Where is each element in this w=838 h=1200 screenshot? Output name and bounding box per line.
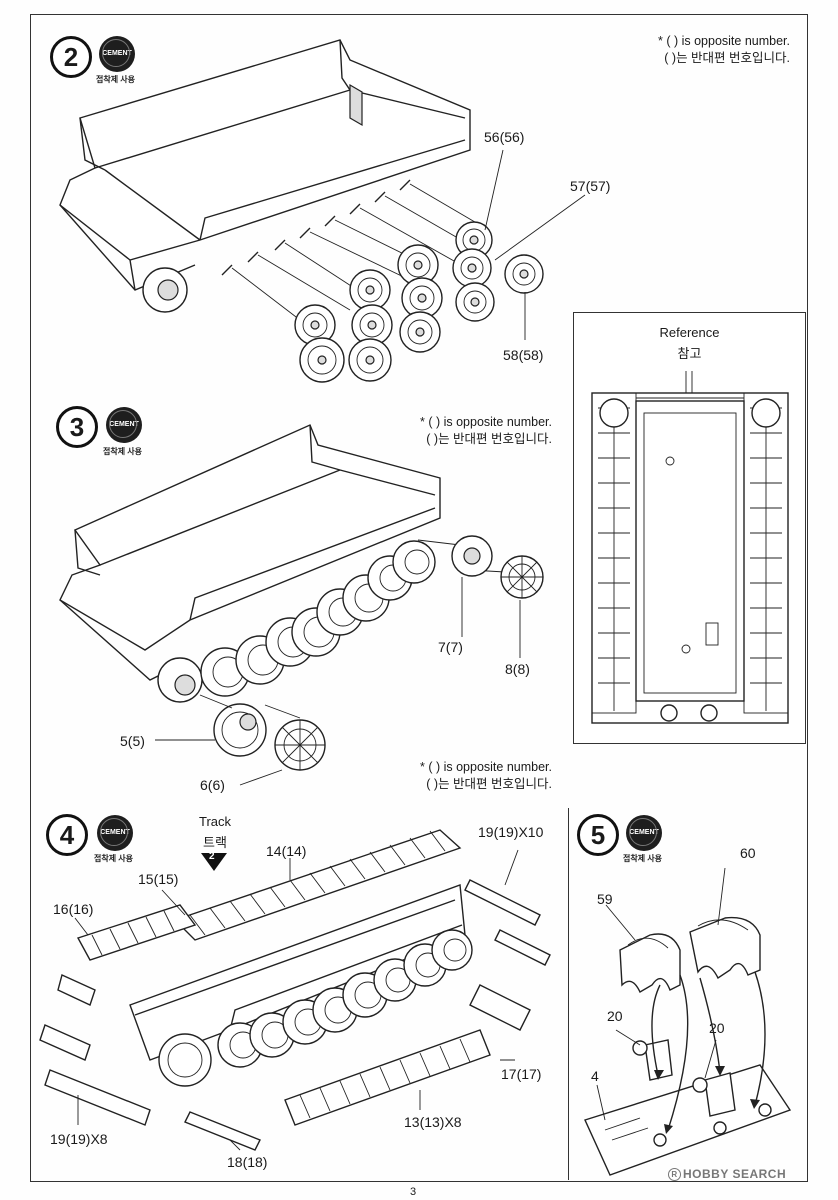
- page-number: 3: [410, 1186, 417, 1198]
- instruction-sheet-border: [30, 14, 808, 1182]
- part-label-13x8: 13(13)X8: [404, 1114, 462, 1130]
- step-4-number: 4: [46, 814, 88, 856]
- part-label-19x10: 19(19)X10: [478, 824, 544, 840]
- part-label-60: 60: [740, 845, 756, 861]
- part-label-8: 8(8): [505, 661, 530, 677]
- part-label-5: 5(5): [120, 733, 145, 749]
- cement-caption: 접착제 사용: [96, 75, 136, 84]
- opposite-number-note: * ( ) is opposite number. ( )는 반대편 번호입니다…: [420, 759, 552, 793]
- cement-icon: CEMENT: [106, 407, 142, 443]
- opposite-note-kr: ( )는 반대편 번호입니다.: [426, 777, 552, 791]
- watermark-text: HOBBY SEARCH: [683, 1167, 787, 1181]
- track-label-en: Track: [198, 814, 232, 829]
- cement-caption: 접착제 사용: [103, 447, 143, 456]
- reference-label-kr: 참고: [677, 346, 702, 361]
- opposite-note-kr: ( )는 반대편 번호입니다.: [426, 432, 552, 446]
- track-label-kr: 트랙: [203, 835, 227, 850]
- cement-icon: CEMENT: [97, 815, 133, 851]
- step-divider: [568, 808, 569, 1180]
- part-label-19x8: 19(19)X8: [50, 1131, 108, 1147]
- part-label-57: 57(57): [570, 178, 611, 194]
- step-3-number: 3: [56, 406, 98, 448]
- part-label-14: 14(14): [266, 843, 307, 859]
- track-ref-arrow-icon: [201, 853, 227, 871]
- part-label-7: 7(7): [438, 639, 463, 655]
- cement-icon: CEMENT: [99, 36, 135, 72]
- reference-hull-topview: [591, 371, 789, 724]
- step-5-number: 5: [577, 814, 619, 856]
- opposite-note-en: * ( ) is opposite number.: [419, 415, 552, 429]
- part-label-18: 18(18): [227, 1154, 268, 1170]
- watermark-logo-icon: R: [668, 1168, 681, 1182]
- part-label-59: 59: [597, 891, 613, 907]
- reference-label-en: Reference: [659, 325, 720, 340]
- step-2-number: 2: [50, 36, 92, 78]
- part-label-20-left: 20: [607, 1008, 623, 1024]
- part-label-4: 4: [591, 1068, 599, 1084]
- cement-icon: CEMENT: [626, 815, 662, 851]
- opposite-note-en: * ( ) is opposite number.: [419, 760, 552, 774]
- part-label-6: 6(6): [200, 777, 225, 793]
- track-ref-number: 2: [209, 851, 215, 862]
- cement-caption: 접착제 사용: [623, 854, 663, 863]
- part-label-58: 58(58): [503, 347, 544, 363]
- part-label-17: 17(17): [501, 1066, 542, 1082]
- part-label-15: 15(15): [138, 871, 179, 887]
- cement-caption: 접착제 사용: [94, 854, 134, 863]
- part-label-56: 56(56): [484, 129, 525, 145]
- opposite-number-note: * ( ) is opposite number. ( )는 반대편 번호입니다…: [658, 33, 790, 67]
- reference-box: Reference 참고: [573, 312, 806, 744]
- opposite-number-note: * ( ) is opposite number. ( )는 반대편 번호입니다…: [420, 414, 552, 448]
- opposite-note-kr: ( )는 반대편 번호입니다.: [664, 51, 790, 65]
- part-label-16: 16(16): [53, 901, 94, 917]
- opposite-note-en: * ( ) is opposite number.: [657, 34, 790, 48]
- part-label-20-right: 20: [709, 1020, 725, 1036]
